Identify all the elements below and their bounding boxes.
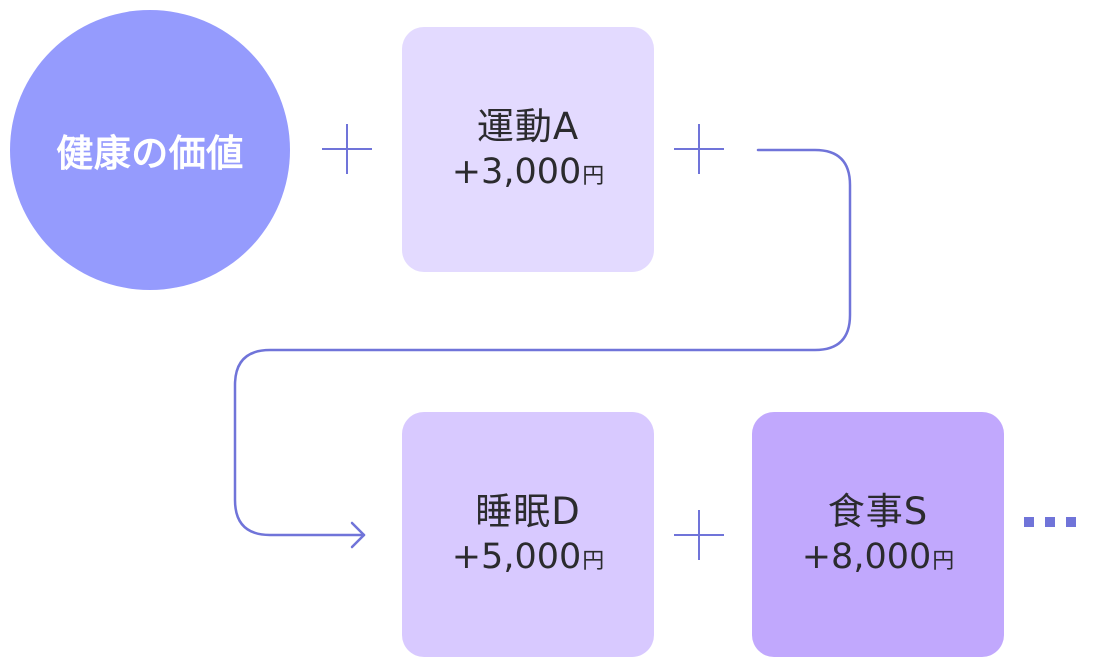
plus-icon: [674, 124, 724, 174]
card-meal-name: 食事S: [827, 490, 929, 534]
card-exercise: 運動A +3,000円: [402, 27, 654, 272]
health-value-circle: 健康の価値: [10, 10, 290, 290]
card-sleep-unit: 円: [582, 548, 605, 574]
card-meal-price: +8,000円: [802, 536, 955, 578]
arrow-right-icon: [350, 521, 366, 549]
card-exercise-name: 運動A: [476, 105, 580, 149]
card-sleep-price: +5,000円: [452, 536, 605, 578]
card-sleep: 睡眠D +5,000円: [402, 412, 654, 657]
ellipsis-dot: [1024, 517, 1034, 527]
card-exercise-price: +3,000円: [452, 151, 605, 193]
connector-line: [233, 148, 852, 537]
card-exercise-unit: 円: [582, 163, 605, 189]
card-meal: 食事S +8,000円: [752, 412, 1004, 657]
card-exercise-amount: +3,000: [451, 151, 582, 192]
plus-icon: [322, 124, 372, 174]
plus-icon: [674, 510, 724, 560]
ellipsis-dot: [1045, 517, 1055, 527]
card-sleep-name: 睡眠D: [475, 490, 581, 534]
ellipsis-icon: [1024, 517, 1076, 527]
card-meal-amount: +8,000: [801, 536, 932, 577]
ellipsis-dot: [1066, 517, 1076, 527]
card-sleep-amount: +5,000: [451, 536, 582, 577]
health-value-label: 健康の価値: [56, 132, 244, 175]
card-meal-unit: 円: [932, 548, 955, 574]
